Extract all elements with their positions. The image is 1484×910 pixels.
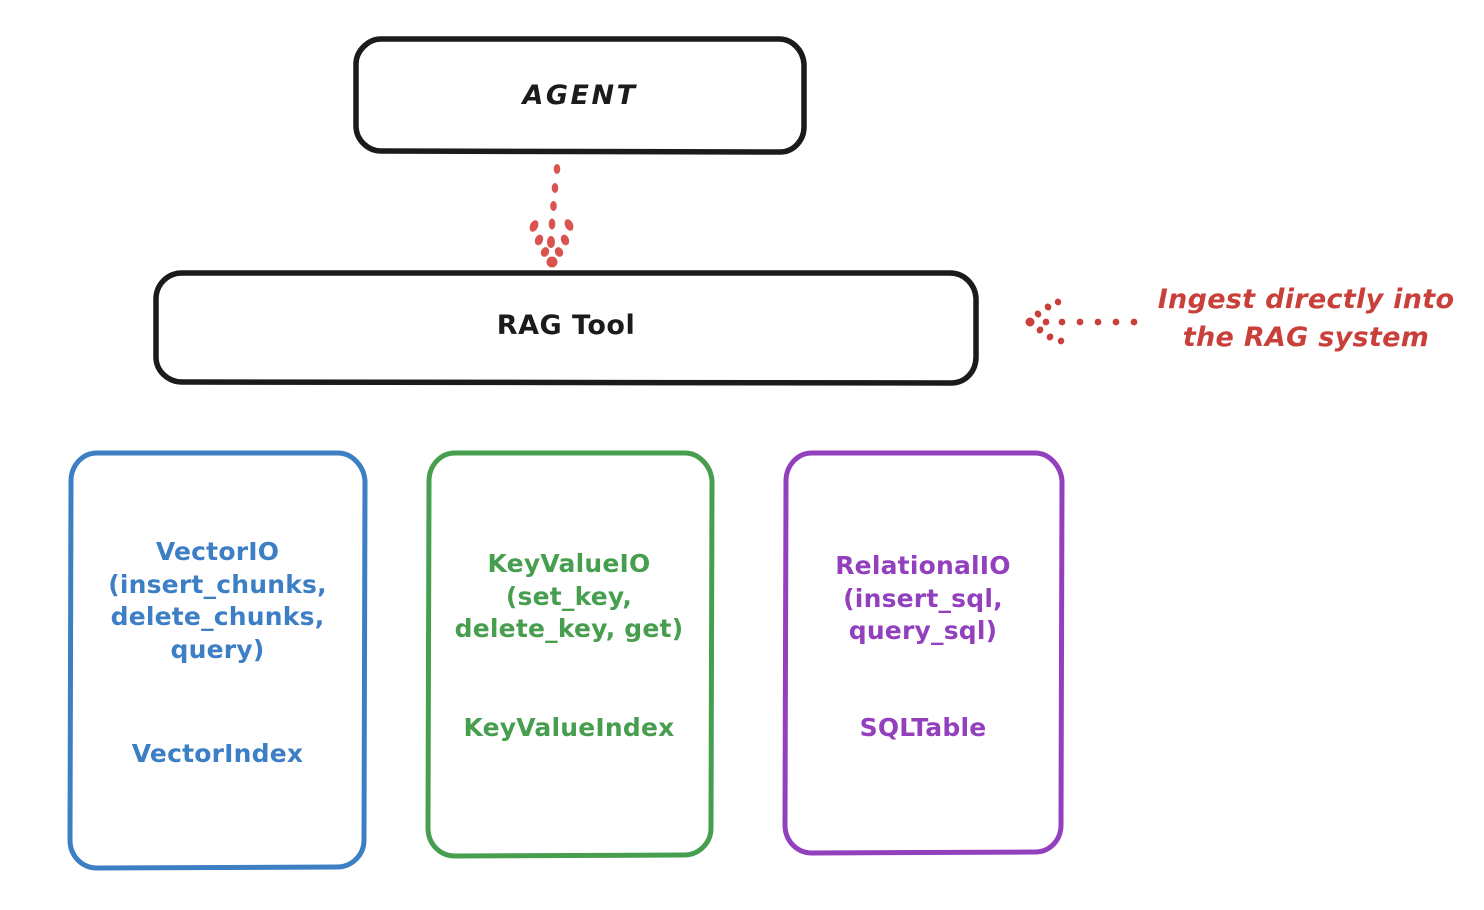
- ingest-annotation-label: Ingest directly into the RAG system: [1157, 284, 1455, 354]
- connector-agent-to-rag: [529, 164, 574, 268]
- node-key-value-io[interactable]: [425, 450, 715, 859]
- relational-io-box-outline: [782, 450, 1065, 856]
- agent-box-outline: [353, 36, 807, 155]
- key-value-io-box-outline: [425, 450, 715, 859]
- vector-io-box-outline: [67, 450, 368, 871]
- node-vector-io[interactable]: [67, 450, 368, 871]
- node-agent[interactable]: [353, 36, 807, 155]
- node-rag-tool[interactable]: [153, 270, 979, 386]
- connector-annotation-to-rag: [1025, 298, 1138, 345]
- rag-tool-box-outline: [153, 270, 979, 386]
- node-relational-io[interactable]: [782, 450, 1065, 856]
